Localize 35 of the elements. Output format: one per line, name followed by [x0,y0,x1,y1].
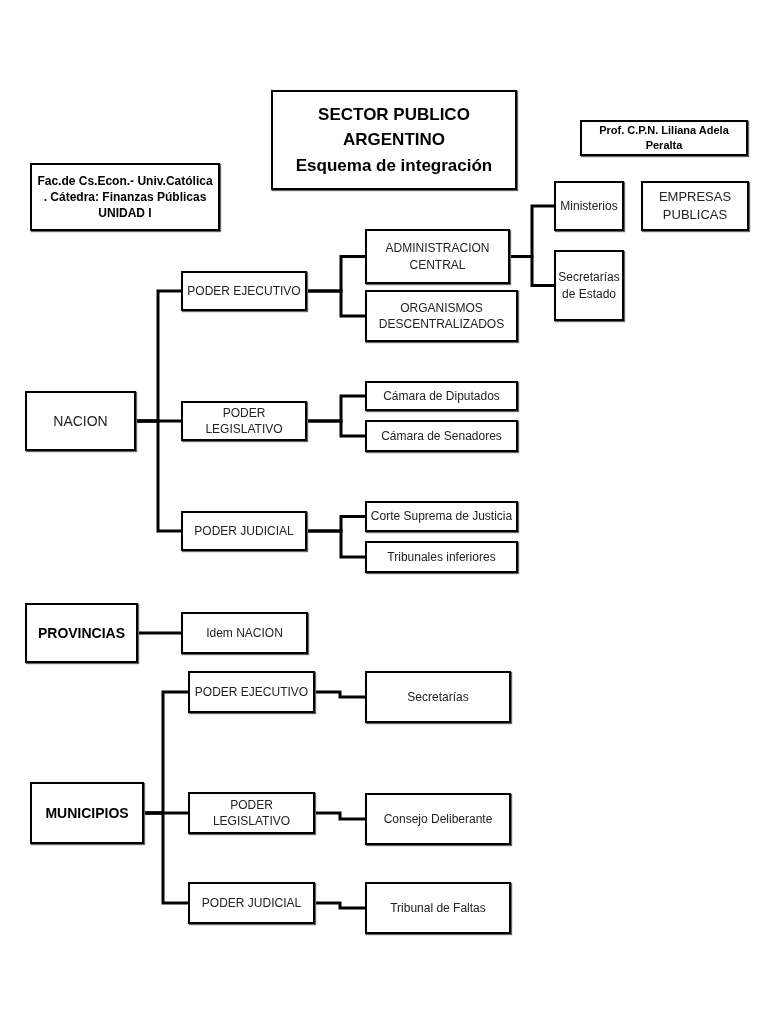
org-box: PODER LEGISLATIVO [181,401,307,441]
connector-line [315,690,365,699]
org-box: Ministerios [554,181,624,231]
connector-line [307,289,365,318]
connector-line [315,901,365,910]
connector-line [307,419,365,438]
org-box: PODER LEGISLATIVO [188,792,315,834]
level-box: MUNICIPIOS [30,782,144,844]
org-box: ADMINISTRACION CENTRAL [365,229,510,284]
org-box: Consejo Deliberante [365,793,511,845]
org-box: Corte Suprema de Justicia [365,501,518,532]
org-box: Cámara de Senadores [365,420,518,452]
author-box: Prof. C.P.N. Liliana Adela Peralta [580,120,748,156]
org-box: Tribunales inferiores [365,541,518,573]
level-box: NACION [25,391,136,451]
org-box: Secretarías [365,671,511,723]
org-box: PODER JUDICIAL [181,511,307,551]
org-box: PODER EJECUTIVO [181,271,307,311]
org-box: EMPRESAS PUBLICAS [641,181,749,231]
org-box: Cámara de Diputados [365,381,518,411]
course-info-box: Fac.de Cs.Econ.- Univ.Católica . Cátedra: Finanzas Públicas UNIDAD I [30,163,220,231]
connector-line [136,419,181,533]
org-box: ORGANISMOS DESCENTRALIZADOS [365,290,518,342]
connector-line [144,811,188,905]
org-box: Idem NACION [181,612,308,654]
connector-line [138,631,181,635]
org-box: Secretarías de Estado [554,250,624,321]
connector-line [510,255,554,287]
connector-line [315,811,365,821]
org-box: Tribunal de Faltas [365,882,511,934]
org-box: PODER JUDICIAL [188,882,315,924]
org-box: PODER EJECUTIVO [188,671,315,713]
title-box: SECTOR PUBLICO ARGENTINO Esquema de integración [271,90,517,190]
connector-line [307,529,365,559]
level-box: PROVINCIAS [25,603,138,663]
